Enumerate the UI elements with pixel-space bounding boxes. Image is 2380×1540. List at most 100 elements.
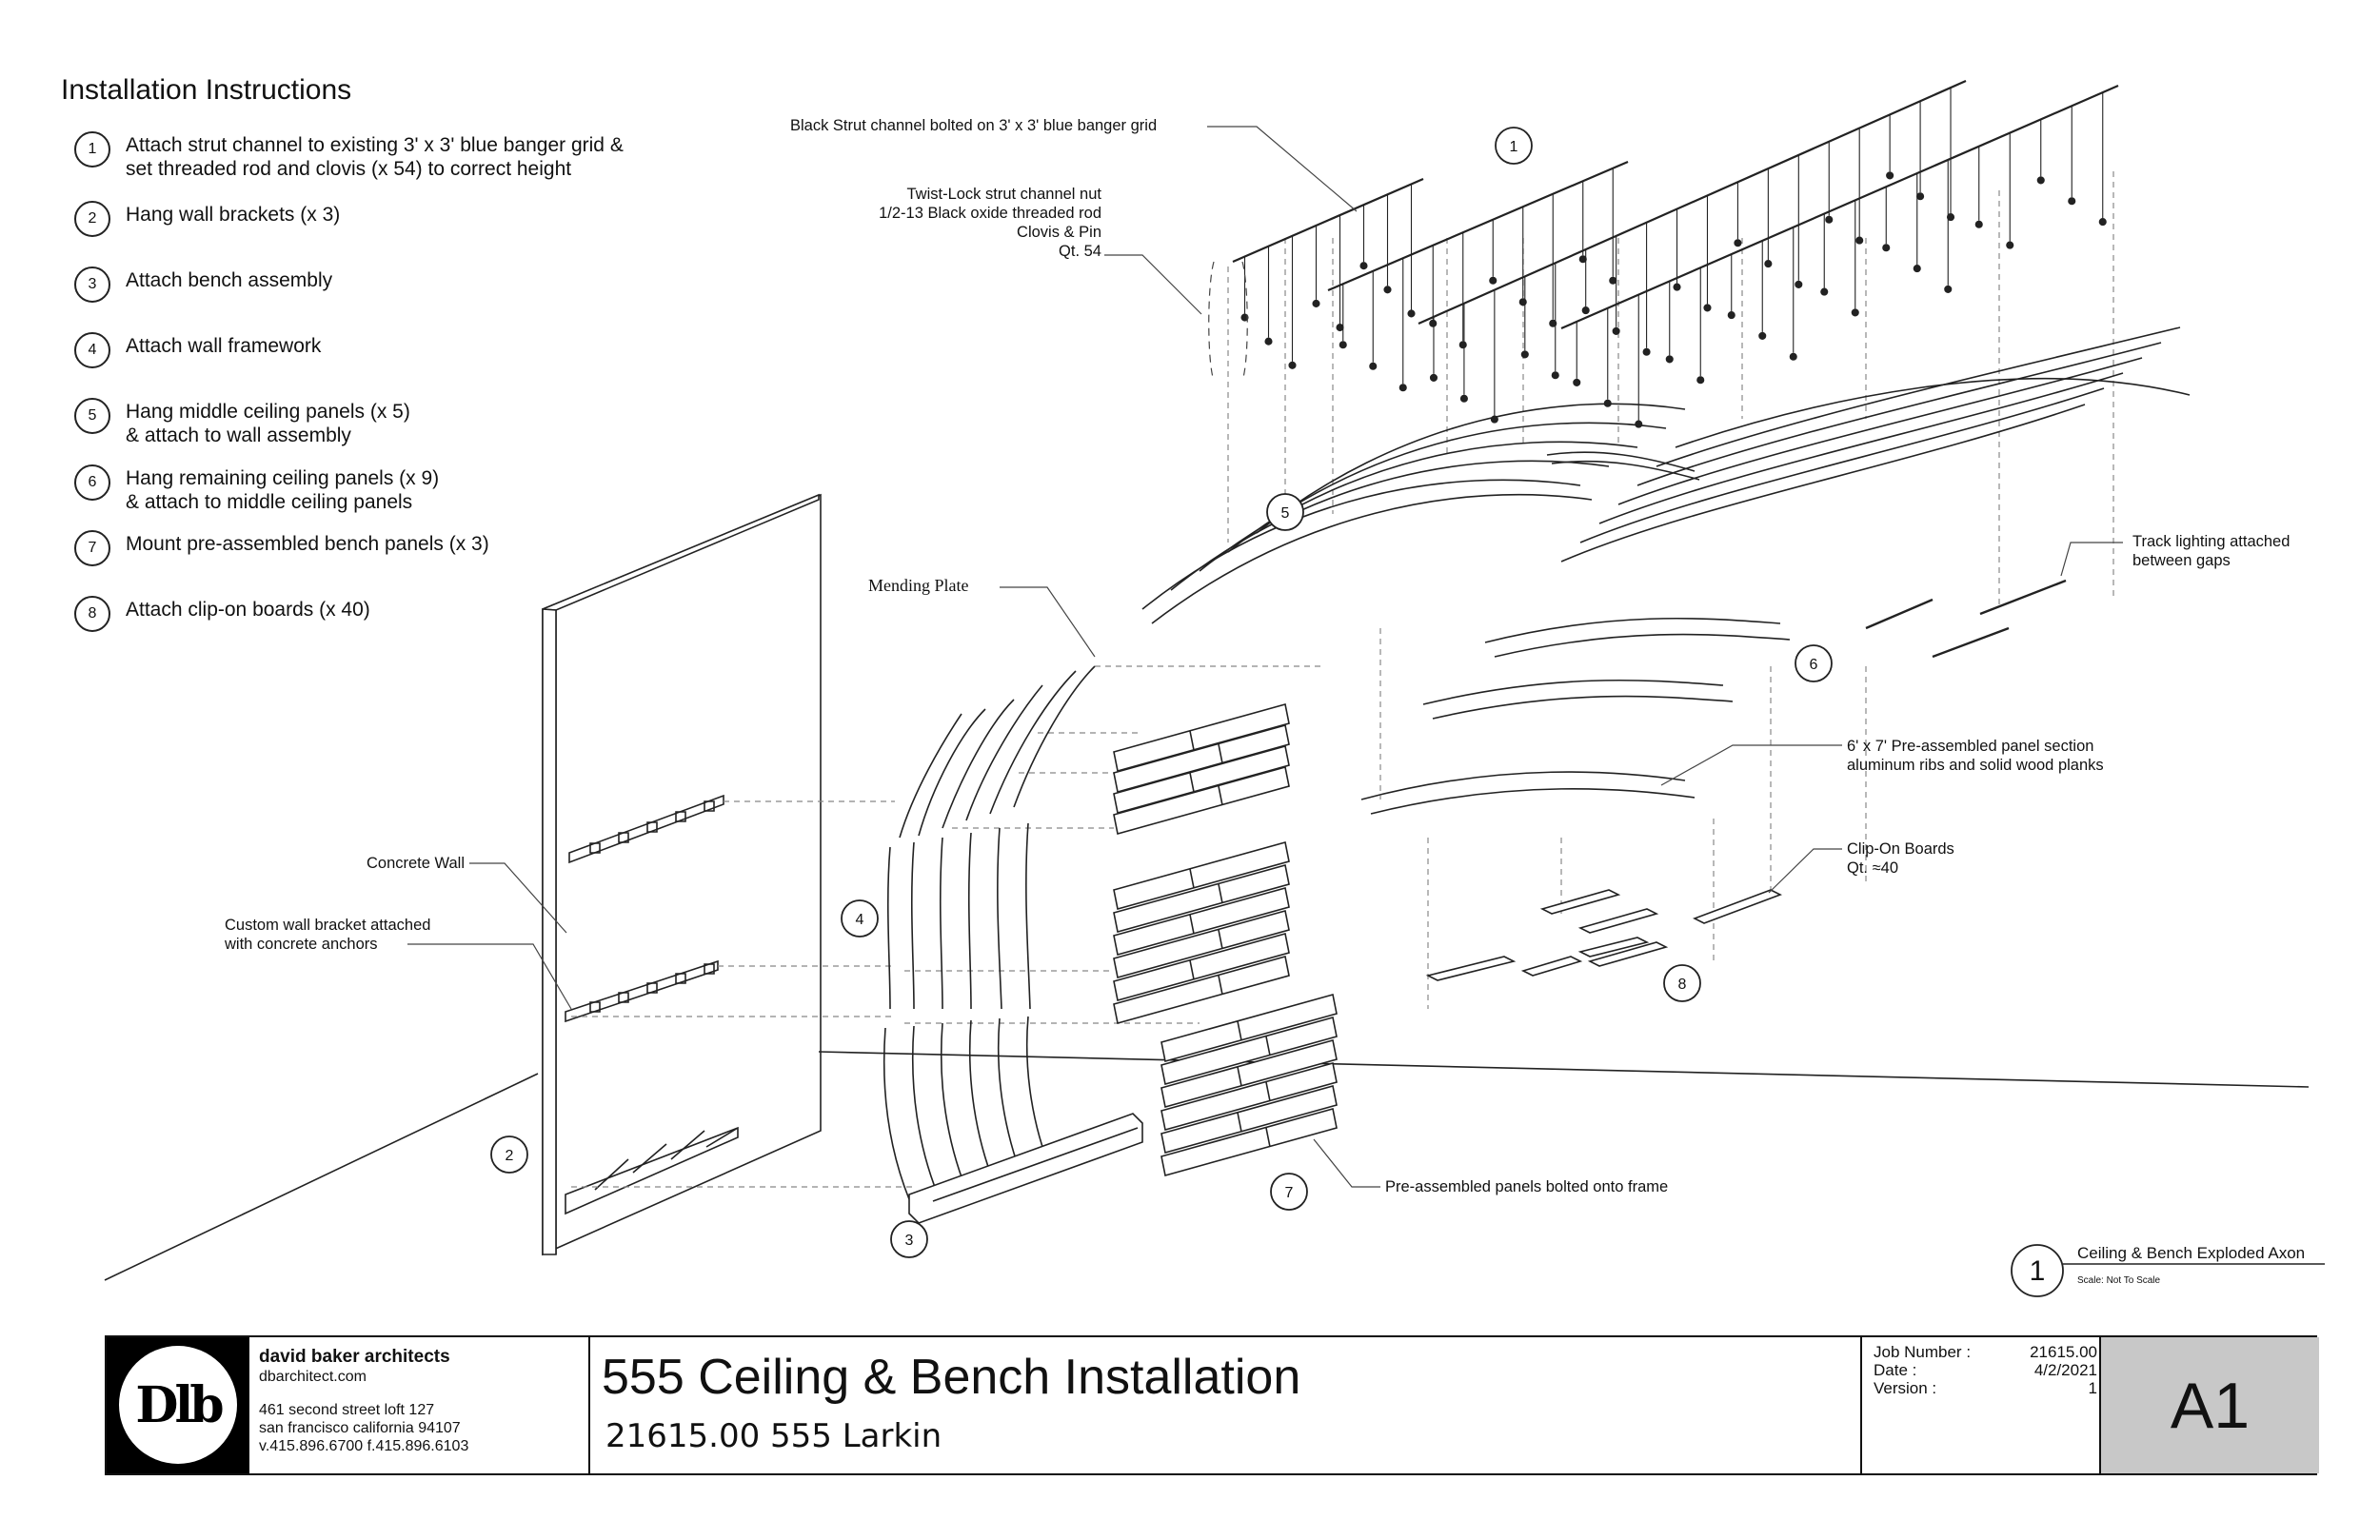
clovis xyxy=(1612,326,1620,335)
clovis xyxy=(2036,176,2045,185)
date-value: 4/2/2021 xyxy=(2033,1361,2097,1379)
callout-nut: Twist-Lock strut channel nut 1/2-13 Blac… xyxy=(879,186,1101,260)
clovis xyxy=(2068,197,2076,206)
wood-plank xyxy=(1113,702,1290,773)
ceiling-panels-6 xyxy=(1360,617,1791,815)
logo-text: Dlb xyxy=(135,1375,224,1434)
step-number: 2 xyxy=(74,201,110,237)
clovis xyxy=(1336,324,1344,332)
view-label-circle xyxy=(2011,1244,2064,1297)
step-number: 7 xyxy=(74,530,110,566)
clovis xyxy=(2006,241,2014,249)
marker-6: 6 xyxy=(1810,657,1818,673)
step-text: Attach strut channel to existing 3' x 3'… xyxy=(126,134,624,180)
plank-joint xyxy=(1189,914,1195,935)
step-number: 6 xyxy=(74,464,110,501)
plank-joint xyxy=(1265,1081,1271,1102)
plank-joint xyxy=(1237,1066,1242,1087)
step-text: Hang wall brackets (x 3) xyxy=(126,204,341,226)
firm-name: david baker architects xyxy=(259,1347,450,1367)
clovis xyxy=(1665,355,1674,364)
step-number: 3 xyxy=(74,267,110,303)
logo-circle: Dlb xyxy=(119,1346,237,1464)
plank-joint xyxy=(1189,730,1195,751)
clip-on-boards xyxy=(1425,889,1782,981)
clovis xyxy=(1703,304,1712,312)
clovis xyxy=(2098,218,2107,227)
marker-7: 7 xyxy=(1285,1185,1294,1201)
clovis xyxy=(1288,361,1297,369)
wood-plank xyxy=(1160,1084,1338,1155)
clovis xyxy=(1916,192,1925,201)
ceiling-panels-right xyxy=(1560,326,2191,563)
wall-bracket-middle xyxy=(565,959,719,1023)
pre-assembled-panels xyxy=(1113,702,1338,1177)
marker-5: 5 xyxy=(1281,505,1290,522)
bench-assembly xyxy=(908,1113,1143,1224)
clovis xyxy=(1855,236,1864,245)
wood-plank xyxy=(1113,863,1290,934)
job-meta: Job Number :21615.00 Date :4/2/2021 Vers… xyxy=(1874,1343,2197,1397)
callout-track-lighting: Track lighting attached between gaps xyxy=(2132,533,2291,569)
title-block-divider xyxy=(1860,1337,1862,1473)
clovis xyxy=(1727,311,1735,320)
clovis xyxy=(1642,347,1651,356)
step-number: 1 xyxy=(74,131,110,168)
marker-1: 1 xyxy=(1510,139,1518,155)
firm-website: dbarchitect.com xyxy=(259,1369,367,1385)
clovis xyxy=(1764,260,1773,268)
clovis xyxy=(1795,280,1803,288)
clovis xyxy=(1359,262,1368,270)
version-value: 1 xyxy=(2088,1379,2097,1397)
step-number: 5 xyxy=(74,398,110,434)
view-label-number: 1 xyxy=(2030,1255,2046,1287)
clovis xyxy=(1578,255,1587,264)
step-markers xyxy=(490,127,1833,1258)
instruction-step-1: 1 Attach strut channel to existing 3' x 3… xyxy=(74,131,624,181)
instructions-title: Installation Instructions xyxy=(61,74,352,106)
marker-8: 8 xyxy=(1678,977,1687,993)
floor-line-left xyxy=(104,1073,539,1281)
clovis xyxy=(1551,371,1559,380)
clovis xyxy=(1974,220,1983,228)
wall-framework xyxy=(883,665,1096,1200)
clovis xyxy=(1758,331,1767,340)
step-text: Attach wall framework xyxy=(126,335,322,357)
leader-lines xyxy=(407,126,2123,1188)
view-label-scale: Scale: Not To Scale xyxy=(2077,1275,2161,1286)
clovis xyxy=(1734,239,1742,247)
plank-joint xyxy=(1218,785,1223,806)
clovis xyxy=(1264,337,1273,346)
callout-mending-plate: Mending Plate xyxy=(868,576,969,595)
clovis xyxy=(1312,299,1320,307)
logo: Dlb xyxy=(107,1337,249,1473)
clovis xyxy=(1825,215,1834,224)
clovis xyxy=(1944,285,1953,293)
wood-plank xyxy=(1113,909,1290,979)
alignment-dashes xyxy=(571,171,2114,1188)
clovis xyxy=(1913,265,1921,273)
wall-bracket-top xyxy=(568,794,724,864)
wood-plank xyxy=(1160,1038,1338,1109)
plank-joint xyxy=(1237,1112,1242,1133)
clovis xyxy=(1609,276,1617,285)
plank-joint xyxy=(1218,883,1223,904)
plank-joint xyxy=(1189,959,1195,980)
callout-strut: Black Strut channel bolted on 3' x 3' bl… xyxy=(790,117,1158,134)
date-label: Date : xyxy=(1874,1361,1917,1379)
clovis xyxy=(1820,287,1829,296)
wood-plank xyxy=(1160,1016,1338,1086)
plank-joint xyxy=(1237,1020,1242,1041)
job-number-label: Job Number : xyxy=(1874,1343,1972,1361)
job-number-value: 21615.00 xyxy=(2030,1343,2097,1361)
wood-plank xyxy=(1160,993,1338,1063)
clovis xyxy=(1882,244,1891,252)
wood-plank xyxy=(1113,840,1290,911)
firm-address-2: san francisco california 94107 xyxy=(259,1420,461,1436)
project-title: 555 Ceiling & Bench Installation xyxy=(602,1350,1301,1405)
clovis xyxy=(1549,319,1557,327)
